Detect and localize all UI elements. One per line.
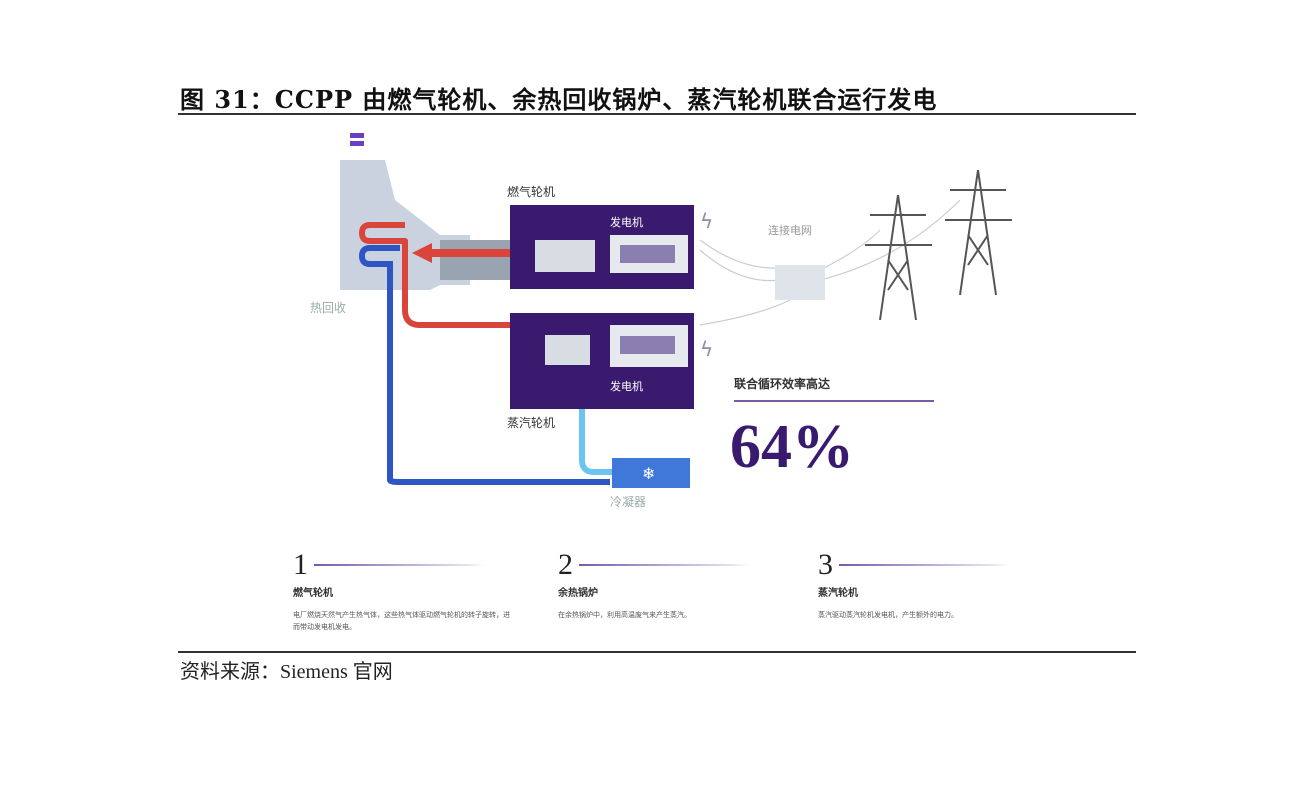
heat-recovery-boiler — [340, 133, 510, 290]
step-heading: 蒸汽轮机 — [818, 588, 858, 599]
figure-title: 图 31：CCPP 由燃气轮机、余热回收锅炉、蒸汽轮机联合运行发电 — [180, 85, 938, 114]
generator-label: 发电机 — [610, 379, 643, 393]
step-number: 2 — [558, 548, 573, 581]
grid-label: 连接电网 — [768, 224, 812, 237]
gas-turbine-label: 燃气轮机 — [507, 184, 555, 199]
power-tower-icon — [865, 194, 932, 321]
water-return-pipe — [358, 245, 610, 485]
generator-label: 发电机 — [610, 215, 643, 229]
source-note: 资料来源：Siemens 官网 — [180, 661, 393, 683]
step-1: 1 燃气轮机 电厂燃烧天然气产生热气体，这些热气体驱动燃气轮机的转子旋转，进而带… — [293, 548, 533, 633]
step-divider — [579, 564, 749, 566]
step-divider — [839, 564, 1009, 566]
efficiency-value: 64% — [730, 413, 854, 481]
step-heading: 余热锅炉 — [558, 588, 598, 599]
step-description: 电厂燃烧天然气产生热气体，这些热气体驱动燃气轮机的转子旋转，进而带动发电机发电。 — [293, 611, 510, 631]
lightning-icon: ϟ — [700, 337, 713, 361]
efficiency-label: 联合循环效率高达 — [734, 376, 830, 391]
step-number: 1 — [293, 548, 308, 581]
steam-turbine-label: 蒸汽轮机 — [507, 415, 555, 430]
condensate-pipe — [579, 350, 612, 475]
step-2: 2 余热锅炉 在余热锅炉中，利用高温废气来产生蒸汽。 — [558, 548, 798, 621]
grid-wires — [699, 199, 961, 326]
step-description: 蒸汽驱动蒸汽轮机发电机，产生额外的电力。 — [818, 611, 958, 619]
gas-turbine-icon — [535, 240, 595, 272]
condenser — [612, 458, 690, 488]
lightning-icon: ϟ — [700, 209, 713, 233]
step-divider — [314, 564, 484, 566]
title-divider — [178, 113, 1136, 115]
steam-turbine-icon — [545, 335, 590, 365]
exhaust-arrow — [412, 243, 535, 263]
step-3: 3 蒸汽轮机 蒸汽驱动蒸汽轮机发电机，产生额外的电力。 — [818, 548, 1058, 621]
power-tower-icon — [945, 169, 1012, 296]
efficiency-divider — [734, 400, 934, 402]
source-divider — [178, 651, 1136, 653]
step-heading: 燃气轮机 — [293, 588, 333, 599]
snowflake-icon: ❄ — [642, 464, 655, 483]
condenser-label: 冷凝器 — [610, 494, 646, 509]
substation-icon — [775, 265, 825, 300]
step-description: 在余热锅炉中，利用高温废气来产生蒸汽。 — [558, 611, 691, 619]
step-number: 3 — [818, 548, 833, 581]
heat-recovery-label: 热回收 — [310, 301, 346, 315]
